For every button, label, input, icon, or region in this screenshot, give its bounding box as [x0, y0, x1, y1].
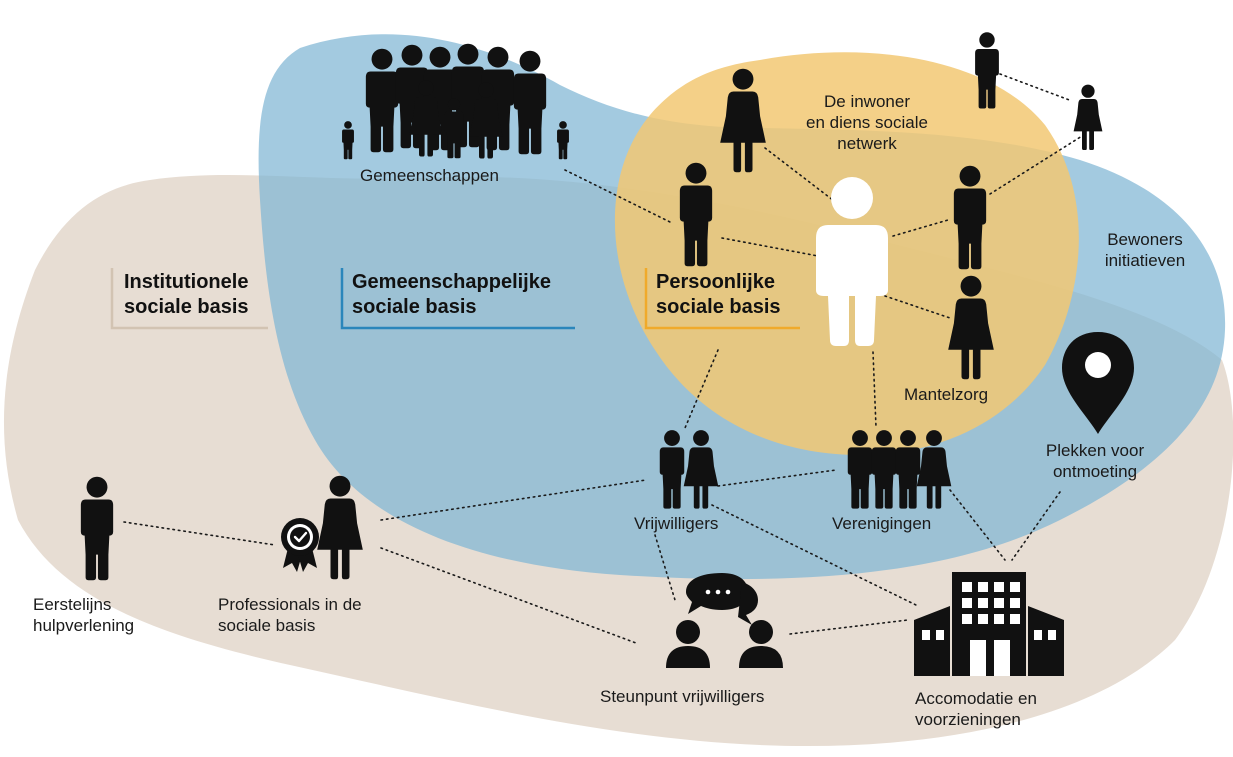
label-vrijwilligers: Vrijwilligers	[634, 514, 719, 533]
label-steunpunt: Steunpunt vrijwilligers	[600, 687, 765, 706]
label-accomodatie-line1: Accomodatie en	[915, 689, 1037, 708]
label-plekken-line2: ontmoeting	[1052, 462, 1138, 481]
label-inwoner: De inwoner en diens sociale netwerk	[792, 91, 942, 154]
label-professionals-line1: Professionals in de	[218, 595, 362, 614]
label-bewoners-line1: Bewoners	[1107, 230, 1183, 249]
location-pin-icon	[1062, 332, 1134, 434]
label-inwoner-line3: netwerk	[837, 134, 897, 153]
basis-institutionele-line2: sociale basis	[124, 296, 249, 318]
label-plekken-line1: Plekken voor	[1045, 441, 1145, 460]
basis-persoonlijke-line2: sociale basis	[656, 296, 781, 318]
label-gemeenschappen: Gemeenschappen	[360, 166, 499, 185]
label-bewoners-line2: initiatieven	[1104, 251, 1186, 270]
basis-gemeenschappelijke: Gemeenschappelijke sociale basis	[344, 270, 551, 325]
label-eerstelijns-line1: Eerstelijns	[33, 595, 112, 614]
building-icon	[914, 572, 1064, 676]
label-mantelzorg: Mantelzorg	[904, 385, 989, 404]
basis-institutionele: Institutionele sociale basis	[116, 270, 249, 325]
label-inwoner-line2: en diens sociale	[806, 113, 928, 132]
central-person-icon	[816, 177, 888, 346]
label-inwoner-line1: De inwoner	[824, 92, 910, 111]
chat-people-icon	[666, 573, 783, 668]
label-bewoners: Bewoners initiatieven	[1080, 229, 1210, 271]
label-professionals: Professionals in de sociale basis	[218, 594, 362, 636]
basis-accents	[110, 268, 800, 330]
label-eerstelijns: Eerstelijns hulpverlening	[33, 594, 134, 636]
label-plekken: Plekken voor ontmoeting	[1030, 440, 1160, 482]
basis-persoonlijke: Persoonlijke sociale basis	[648, 270, 781, 325]
label-accomodatie-line2: voorzieningen	[915, 710, 1021, 729]
connector-lines	[123, 73, 1083, 644]
basis-persoonlijke-line1: Persoonlijke	[656, 271, 775, 293]
basis-institutionele-line1: Institutionele	[124, 271, 249, 293]
label-accomodatie: Accomodatie en voorzieningen	[915, 688, 1037, 730]
person-female-icon	[1073, 84, 1103, 150]
label-professionals-line2: sociale basis	[218, 616, 316, 635]
basis-gemeenschappelijke-line1: Gemeenschappelijke	[352, 271, 551, 293]
label-verenigingen: Verenigingen	[832, 514, 932, 533]
basis-gemeenschappelijke-line2: sociale basis	[352, 296, 477, 318]
label-eerstelijns-line2: hulpverlening	[33, 616, 135, 635]
award-badge-icon	[281, 518, 319, 572]
